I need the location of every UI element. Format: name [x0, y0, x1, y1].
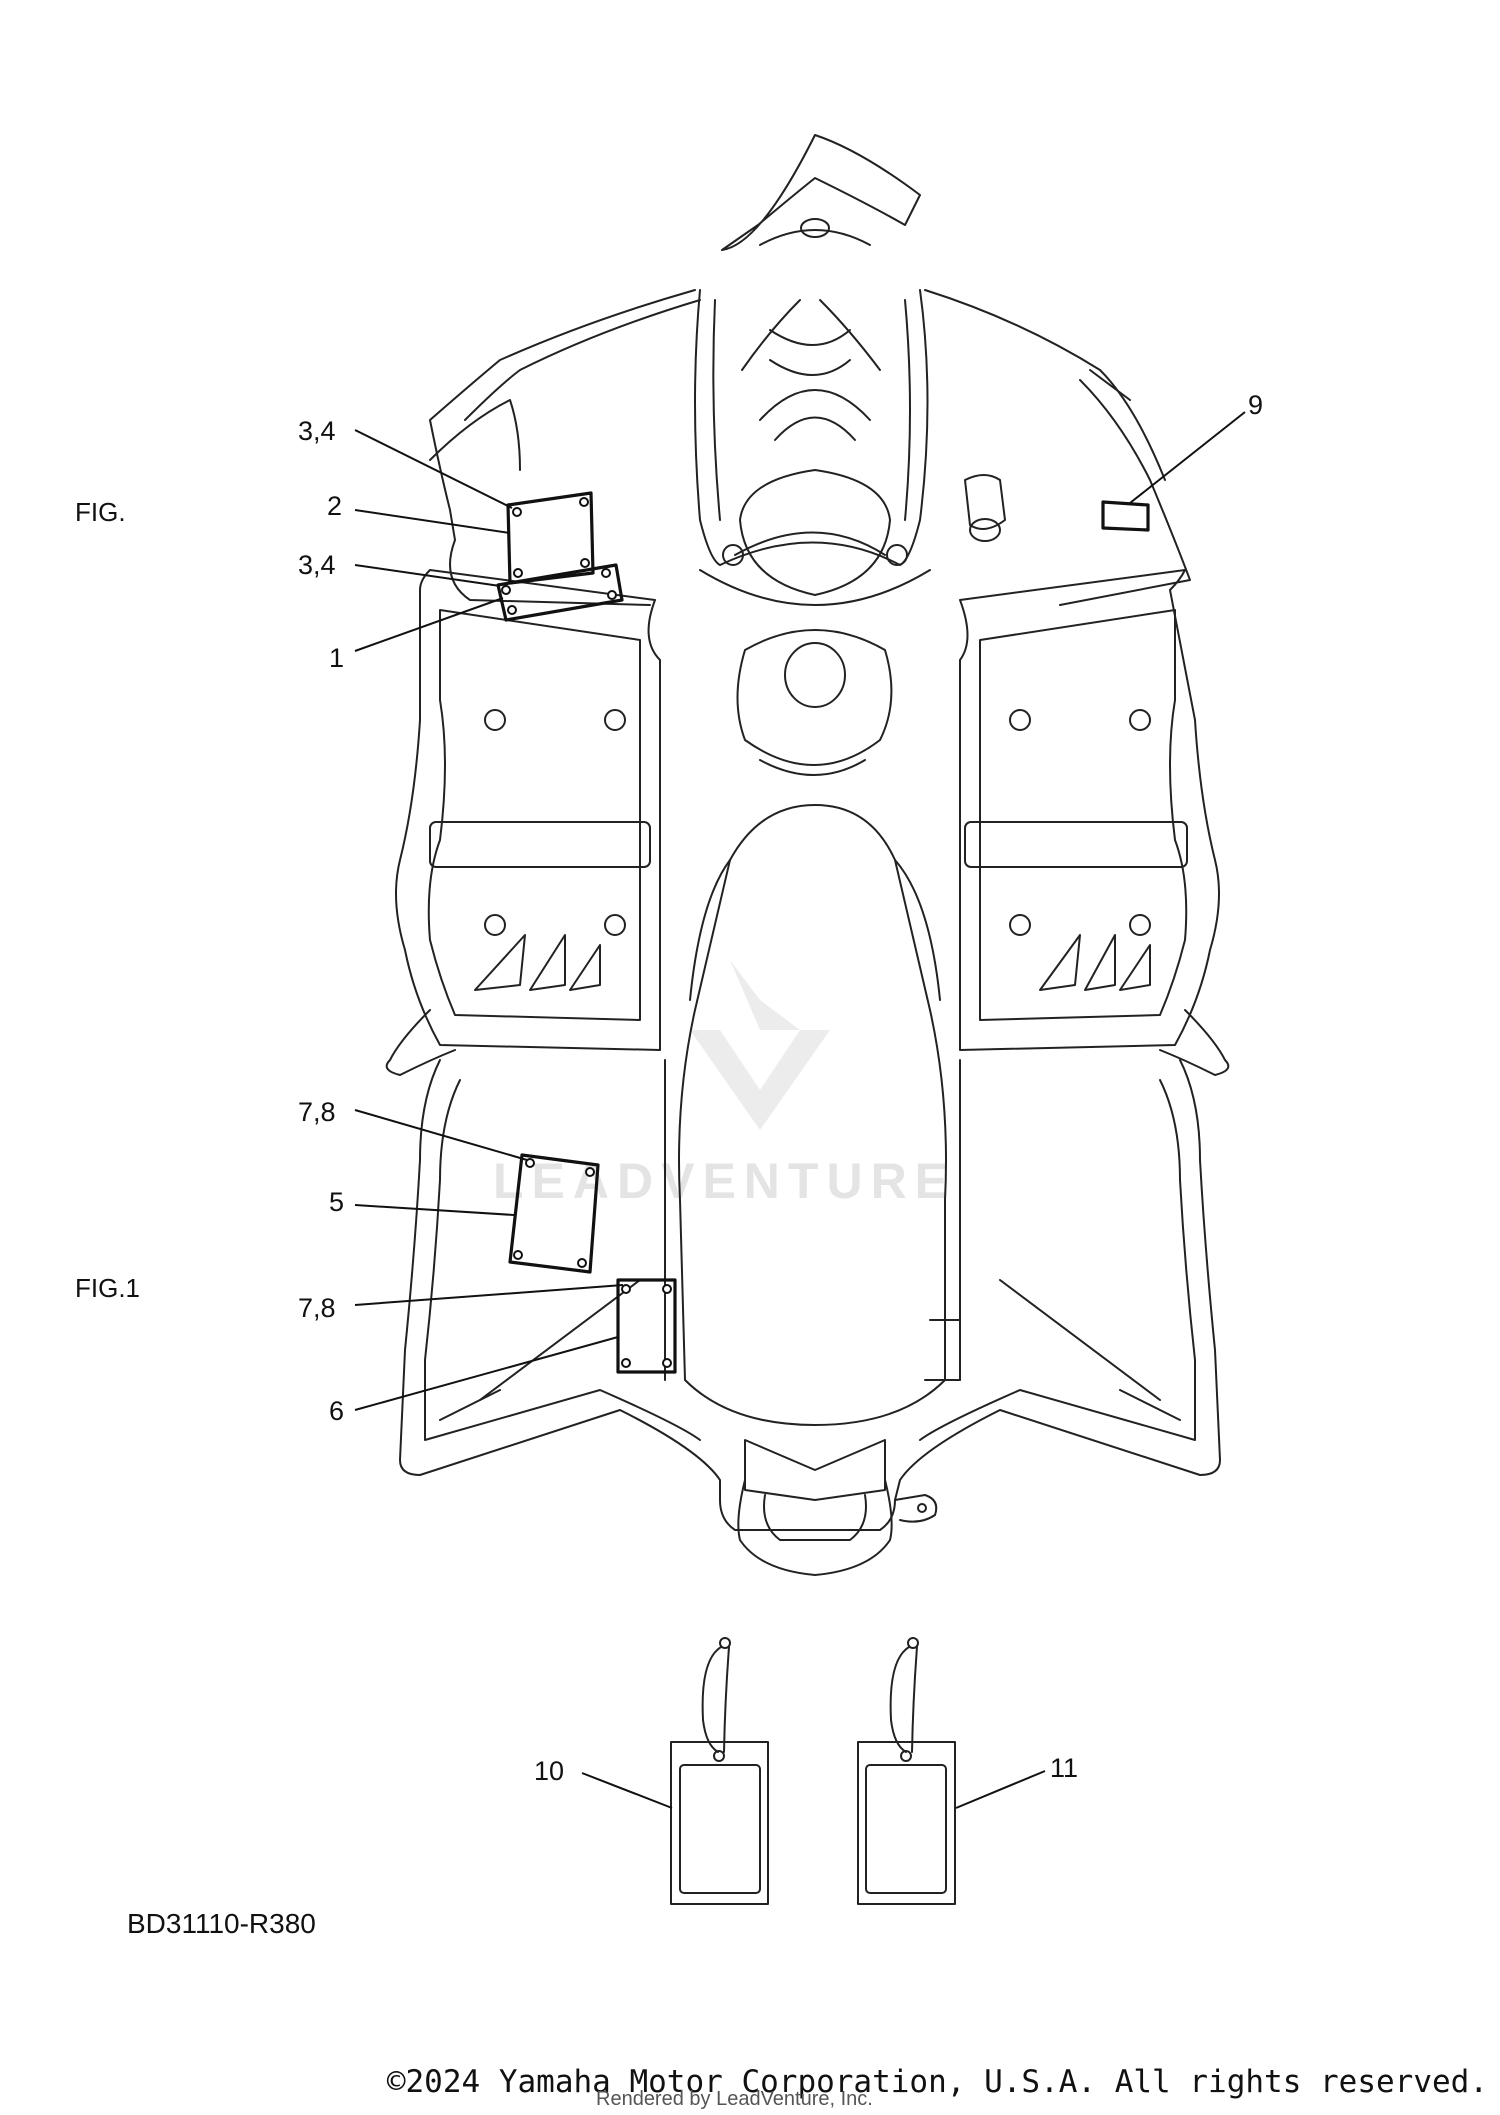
callout-label: 6: [329, 1396, 344, 1426]
leader-lines: [354, 411, 1246, 1809]
callout-label: 9: [1248, 390, 1263, 420]
label-part-5: [508, 1153, 600, 1274]
callout-labels: 3,4 2 3,4 1 9 7,8 5 7,8 6 10 11: [298, 390, 1263, 1786]
diagram-code: BD31110-R380: [127, 1908, 316, 1939]
copyright-notice: ©2024 Yamaha Motor Corporation, U.S.A. A…: [386, 2064, 1488, 2100]
fig-label: FIG.: [75, 497, 126, 527]
watermark: LEADVENTURE: [493, 960, 948, 1209]
label-parts: [496, 491, 1150, 1374]
fig-label: FIG.1: [75, 1273, 140, 1303]
callout-label: 5: [329, 1187, 344, 1217]
callout-label: 11: [1050, 1753, 1078, 1783]
label-part-1: [496, 563, 624, 622]
rendered-by-notice: Rendered by LeadVenture, Inc.: [596, 2088, 873, 2110]
callout-label: 2: [327, 491, 342, 521]
hang-tag-10: [670, 1637, 769, 1905]
watermark-v-icon: [690, 1030, 830, 1130]
label-part-9: [1101, 500, 1150, 532]
label-part-6: [616, 1278, 677, 1374]
label-part-2: [506, 491, 595, 585]
hang-tag-11: [857, 1637, 956, 1905]
watermark-logo-icon: [730, 960, 800, 1030]
callout-label: 7,8: [298, 1293, 336, 1323]
atv-body-outline: [385, 134, 1230, 1576]
callout-label: 10: [534, 1756, 564, 1786]
callout-label: 7,8: [298, 1097, 336, 1127]
callout-label: 3,4: [298, 550, 336, 580]
callout-label: 3,4: [298, 416, 336, 446]
callout-label: 1: [329, 643, 344, 673]
